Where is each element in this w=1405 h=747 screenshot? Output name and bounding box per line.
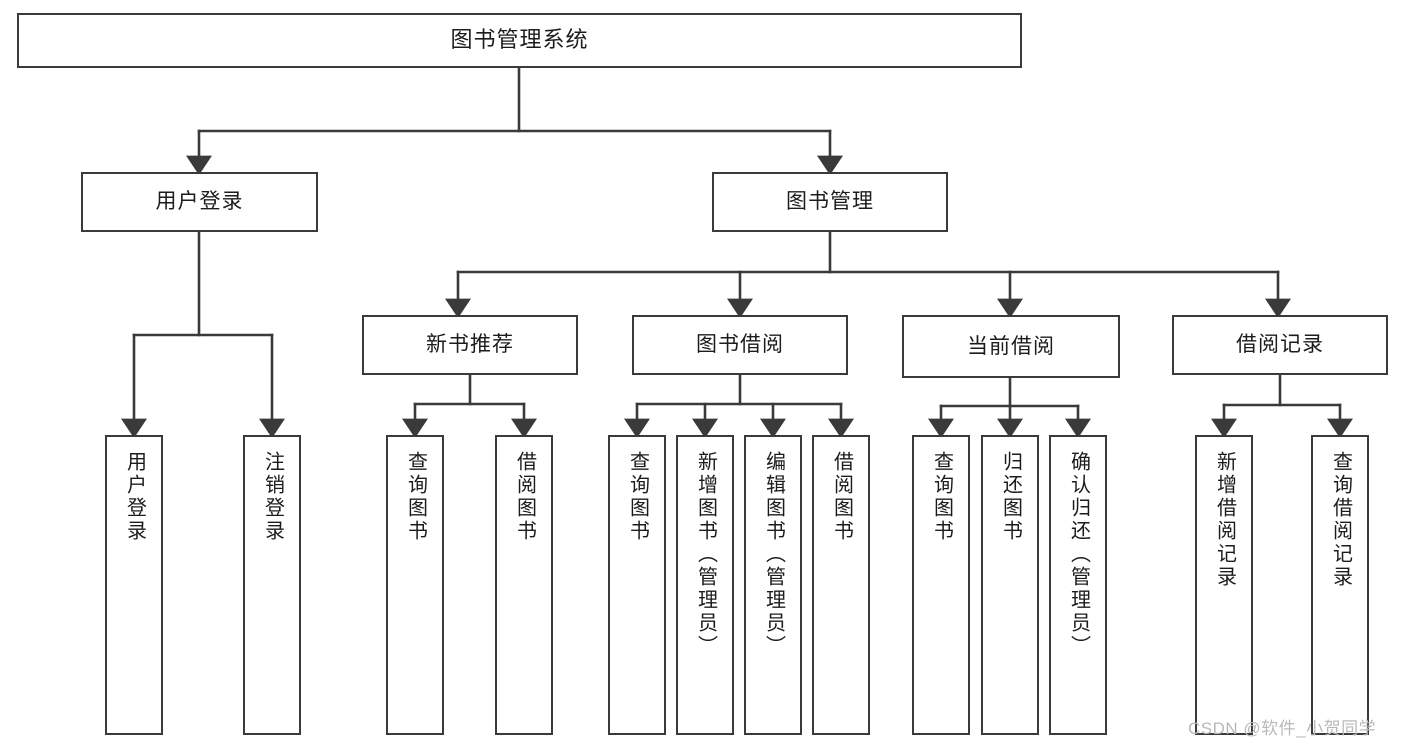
node-label: 查询图书 [930, 451, 953, 543]
leaf-user-logout[interactable]: 注销登录 [243, 435, 301, 735]
leaf-borrow-add-book-admin[interactable]: 新增图书（管理员） [676, 435, 734, 735]
node-new-book-recommend[interactable]: 新书推荐 [362, 315, 578, 375]
node-label: 借阅图书 [830, 451, 853, 543]
node-label: 注销登录 [261, 451, 284, 543]
leaf-record-query-record[interactable]: 查询借阅记录 [1311, 435, 1369, 735]
node-label: 查询图书 [626, 451, 649, 543]
node-label: 借阅图书 [513, 451, 536, 543]
node-label: 查询图书 [404, 451, 427, 543]
node-label: 图书借阅 [696, 333, 784, 357]
leaf-recommend-borrow-book[interactable]: 借阅图书 [495, 435, 553, 735]
leaf-current-query-book[interactable]: 查询图书 [912, 435, 970, 735]
node-label: 当前借阅 [967, 334, 1055, 358]
node-book-borrow[interactable]: 图书借阅 [632, 315, 848, 375]
leaf-user-login[interactable]: 用户登录 [105, 435, 163, 735]
node-label: 归还图书 [999, 451, 1022, 543]
leaf-record-add-record[interactable]: 新增借阅记录 [1195, 435, 1253, 735]
leaf-current-return-book[interactable]: 归还图书 [981, 435, 1039, 735]
leaf-borrow-query-book[interactable]: 查询图书 [608, 435, 666, 735]
leaf-current-confirm-return-admin[interactable]: 确认归还（管理员） [1049, 435, 1107, 735]
leaf-borrow-borrow-book[interactable]: 借阅图书 [812, 435, 870, 735]
node-label: 新书推荐 [426, 333, 514, 357]
node-current-borrow[interactable]: 当前借阅 [902, 315, 1120, 378]
node-label: 借阅记录 [1236, 333, 1324, 357]
node-label: 图书管理 [786, 190, 874, 214]
leaf-borrow-edit-book-admin[interactable]: 编辑图书（管理员） [744, 435, 802, 735]
node-borrow-record[interactable]: 借阅记录 [1172, 315, 1388, 375]
node-label: 新增借阅记录 [1213, 451, 1236, 589]
csdn-watermark: CSDN @软件_小贺同学 [1188, 719, 1377, 738]
node-label: 用户登录 [155, 190, 244, 214]
node-label: 编辑图书（管理员） [762, 451, 785, 658]
node-label: 图书管理系统 [450, 27, 589, 53]
node-root-system[interactable]: 图书管理系统 [17, 13, 1022, 68]
node-label: 查询借阅记录 [1329, 451, 1352, 589]
node-label: 新增图书（管理员） [694, 451, 717, 658]
node-book-management[interactable]: 图书管理 [712, 172, 948, 232]
node-user-login[interactable]: 用户登录 [81, 172, 318, 232]
leaf-recommend-query-book[interactable]: 查询图书 [386, 435, 444, 735]
node-label: 确认归还（管理员） [1067, 451, 1090, 658]
node-label: 用户登录 [123, 451, 146, 543]
